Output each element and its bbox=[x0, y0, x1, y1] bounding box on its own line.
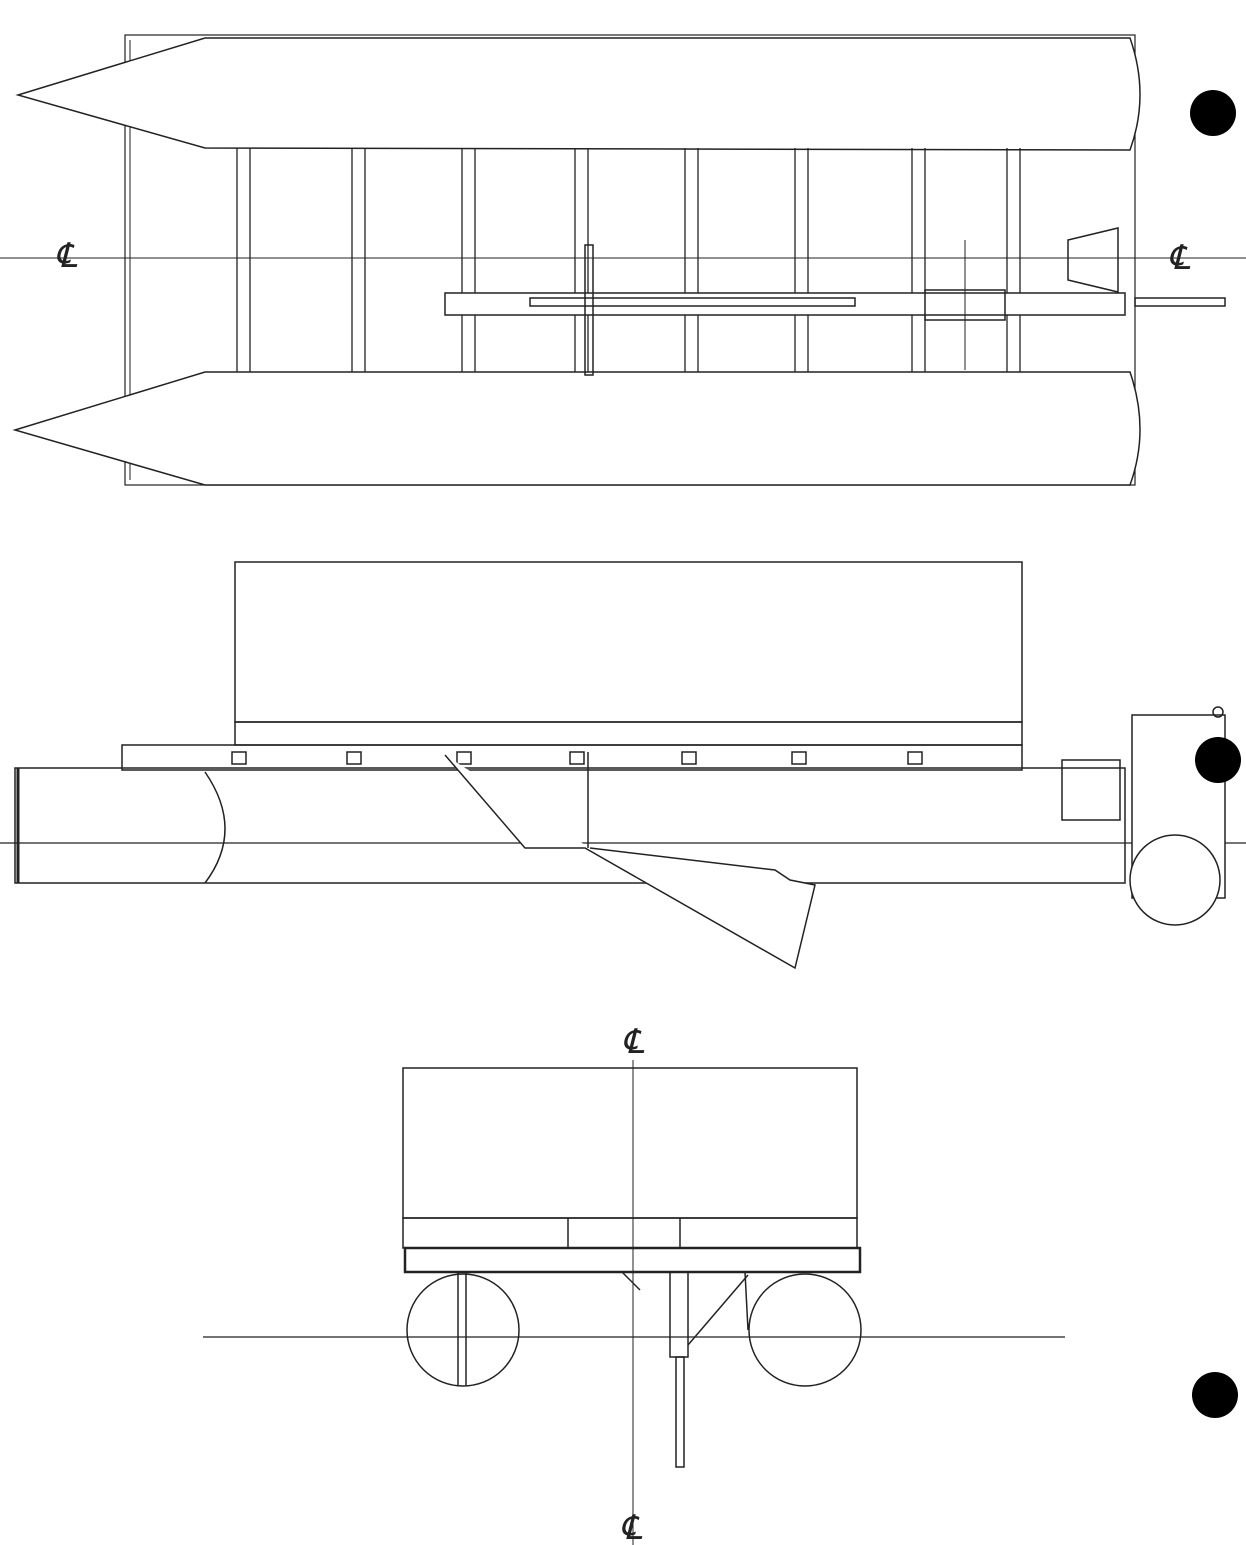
side-view bbox=[0, 561, 1246, 970]
centerline-label-top-left: ℄ bbox=[55, 236, 77, 276]
punch-hole-icon bbox=[1192, 1372, 1238, 1418]
punch-hole-icon bbox=[1190, 90, 1236, 136]
punch-hole-icon bbox=[1195, 737, 1241, 783]
keel-fin bbox=[444, 754, 816, 970]
left-pontoon bbox=[406, 1273, 520, 1387]
top-view bbox=[0, 34, 1246, 486]
drive-shaft bbox=[444, 292, 1126, 316]
side-deck bbox=[121, 744, 1023, 771]
lower-pontoon bbox=[12, 371, 1141, 486]
side-pontoon bbox=[14, 767, 1126, 884]
right-pontoon bbox=[748, 1273, 862, 1387]
motor-wheel bbox=[1129, 834, 1221, 926]
cross-members bbox=[236, 148, 1021, 372]
centerline-label-front-top: ℄ bbox=[622, 1022, 644, 1062]
side-cabin bbox=[234, 561, 1023, 723]
centerline-label-top-right: ℄ bbox=[1168, 238, 1190, 278]
centerline-label-front-bottom: ℄ bbox=[620, 1508, 642, 1545]
upper-pontoon bbox=[15, 37, 1141, 151]
front-cabin bbox=[402, 1067, 858, 1219]
front-view bbox=[203, 1060, 1065, 1545]
motor-shaft bbox=[675, 1356, 685, 1468]
tail-cone bbox=[1067, 227, 1119, 293]
